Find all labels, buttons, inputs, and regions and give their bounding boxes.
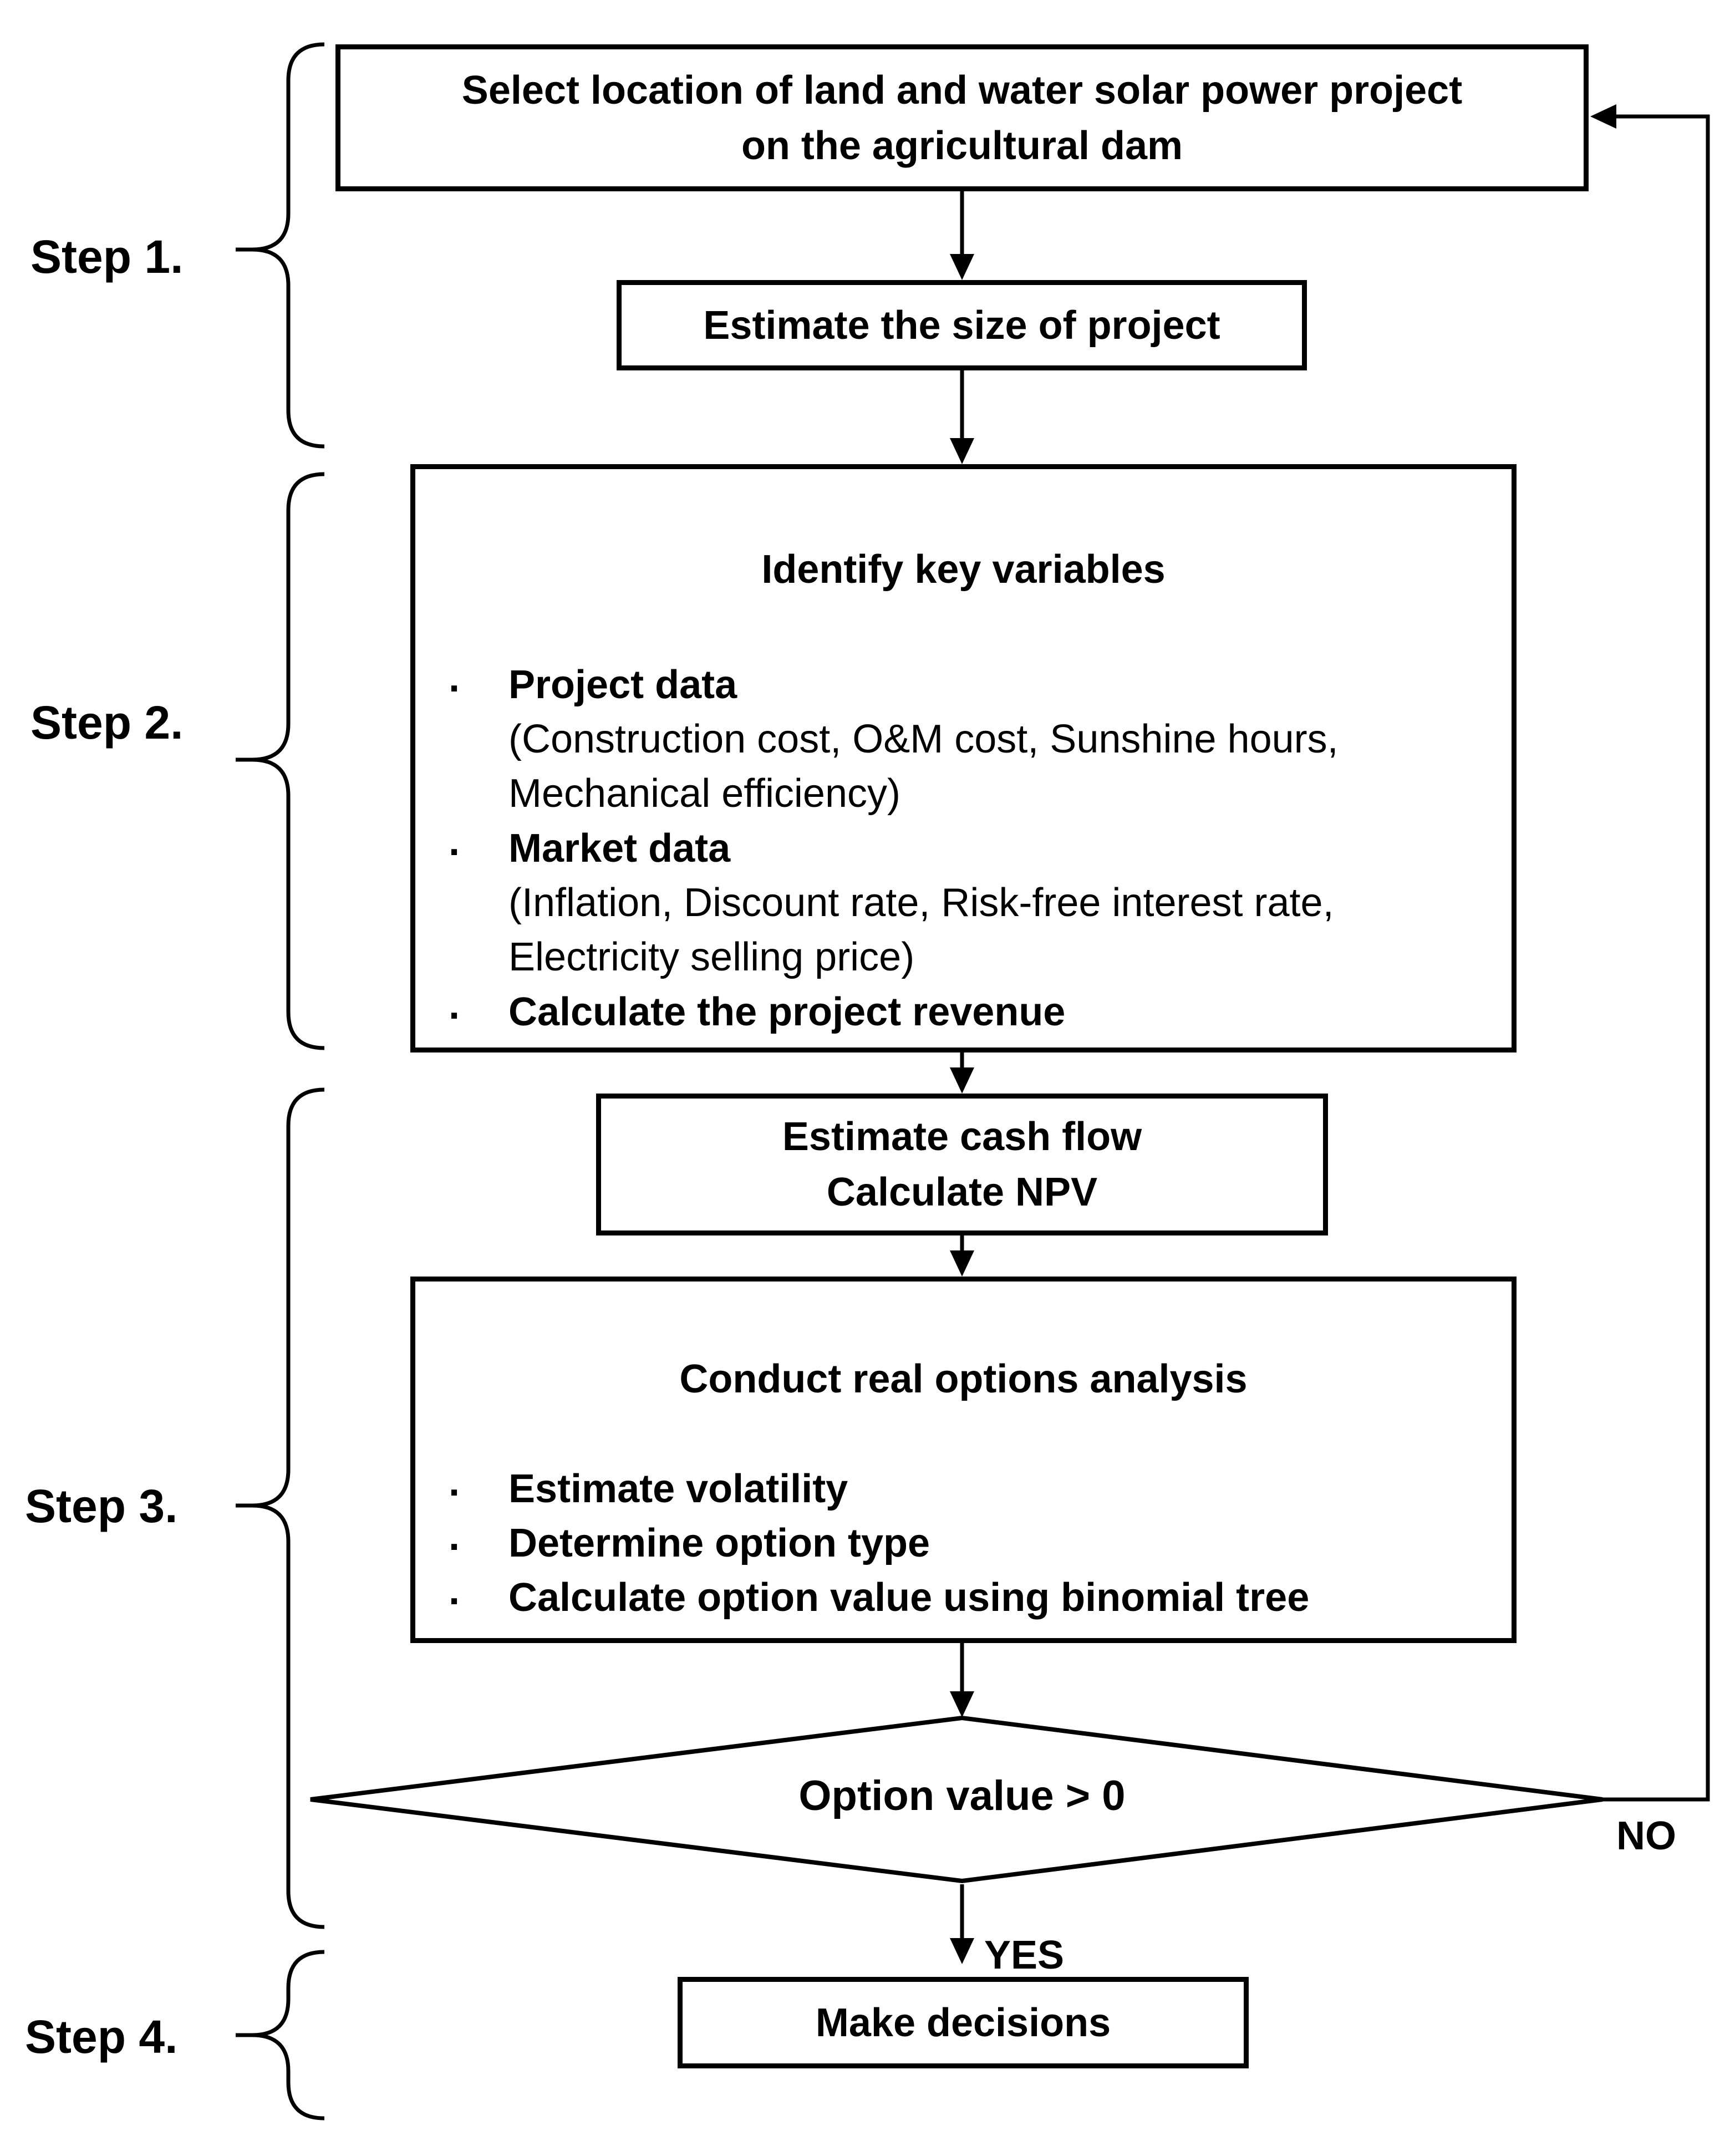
yes-label: YES [984,1933,1065,1977]
step-1-label: Step 1. [30,231,184,283]
brace-step-4 [236,1950,325,2121]
bullet-dot: · [449,1525,462,1569]
market-data-detail-1: (Inflation, Discount rate, Risk-free int… [508,881,1334,925]
brace-step-3 [236,1087,325,1929]
identify-variables-title: Identify key variables [761,547,1166,592]
market-data-item: Market data (Inflation, Discount rate, R… [508,821,1334,984]
real-options-box: Conduct real options analysis · Estimate… [410,1277,1517,1643]
bullet-dot: · [449,667,462,711]
arrowhead [1590,104,1616,129]
cash-flow-box: Estimate cash flow Calculate NPV [596,1094,1328,1235]
step-4-label: Step 4. [25,2011,178,2063]
real-options-title: Conduct real options analysis [679,1357,1248,1401]
arrowhead [950,1691,974,1717]
project-revenue-heading: Calculate the project revenue [508,990,1066,1034]
bullet-dot: · [449,994,462,1038]
select-location-line2: on the agricultural dam [741,123,1183,168]
estimate-size-box: Estimate the size of project [617,280,1307,370]
project-revenue-item: Calculate the project revenue [508,985,1065,1039]
identify-variables-box: Identify key variables · Project data (C… [410,464,1517,1052]
bullet-dot: · [449,830,462,874]
cash-flow-line1: Estimate cash flow [782,1115,1142,1159]
brace-step-1 [236,42,325,449]
real-options-item-3: Calculate option value using binomial tr… [508,1570,1309,1625]
arrowhead [950,254,974,280]
step-2-label: Step 2. [30,696,184,749]
market-data-heading: Market data [508,826,731,871]
arrowhead [950,438,974,464]
market-data-detail-2: Electricity selling price) [508,935,915,979]
arrow-heads [950,104,1616,1964]
calculate-option-value-text: Calculate option value using binomial tr… [508,1575,1310,1620]
arrowhead [950,1250,974,1277]
make-decisions-box: Make decisions [678,1977,1249,2068]
project-data-heading: Project data [508,663,737,707]
estimate-volatility-text: Estimate volatility [508,1467,848,1511]
step-3-label: Step 3. [25,1480,178,1532]
project-data-detail-2: Mechanical efficiency) [508,771,900,816]
real-options-item-1: Estimate volatility [508,1462,848,1516]
select-location-line1: Select location of land and water solar … [461,68,1463,113]
bullet-dot: · [449,1579,462,1624]
determine-option-type-text: Determine option type [508,1521,930,1565]
estimate-size-text: Estimate the size of project [703,303,1220,348]
select-location-box: Select location of land and water solar … [335,44,1589,191]
project-data-detail-1: (Construction cost, O&M cost, Sunshine h… [508,717,1339,761]
flow-arrows [960,114,1710,1941]
real-options-item-2: Determine option type [508,1516,930,1570]
arrowhead [950,1938,974,1964]
cash-flow-line2: Calculate NPV [826,1170,1098,1214]
brace-step-2 [236,472,325,1050]
make-decisions-text: Make decisions [815,2000,1111,2045]
bullet-dot: · [449,1471,462,1515]
no-label: NO [1616,1814,1676,1858]
project-data-item: Project data (Construction cost, O&M cos… [508,658,1339,821]
arrowhead [950,1067,974,1094]
step-braces [236,42,325,2121]
decision-text: Option value > 0 [798,1772,1126,1819]
arrow-no-loop [1602,114,1710,1802]
decision-diamond [310,1715,1603,1884]
